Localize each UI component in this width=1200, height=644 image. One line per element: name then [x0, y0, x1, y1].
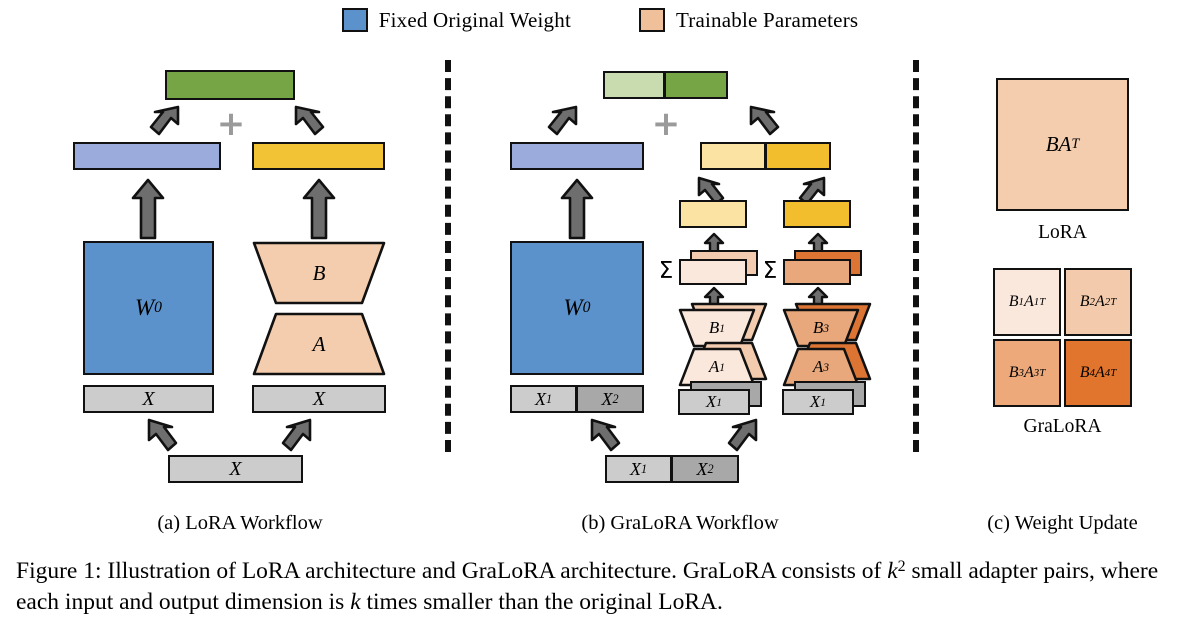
panel-a-input-bottom-label: X: [229, 457, 242, 480]
legend-swatch-peach: [639, 8, 665, 32]
panel-b-output-bar-left: [603, 71, 665, 99]
panel-a-input-bottom: X: [168, 455, 303, 483]
panel-a-input-right-label: X: [312, 387, 326, 410]
panel-b-mid-bar-left: [679, 200, 747, 228]
panel-b-sigma-left: Σ: [658, 258, 674, 284]
panel-b-sum-left-front: [679, 259, 747, 285]
panel-a-trapezoid-b: B: [252, 241, 386, 305]
panel-b-arrow-to-output-right: [745, 104, 781, 138]
panel-b-arrow-w0-up: [560, 178, 594, 240]
figure-caption: Figure 1: Illustration of LoRA architect…: [16, 556, 1188, 617]
panel-a-arrow-split-right: [280, 418, 314, 452]
panel-b-adapter-output-left: [700, 142, 766, 170]
legend-item-trainable-parameters: Trainable Parameters: [639, 8, 858, 33]
figure-caption-part1: Figure 1: Illustration of LoRA architect…: [16, 558, 888, 584]
panel-b-plus-symbol: +: [651, 104, 681, 144]
panel-separator-ab: [445, 60, 451, 452]
figure-caption-k1: k: [887, 558, 898, 584]
panel-b-sigma-right: Σ: [762, 258, 778, 284]
panel-b-mid-bar-right: [783, 200, 851, 228]
panel-a-plus-symbol: +: [216, 104, 246, 144]
figure-caption-k-exponent: 2: [897, 557, 906, 575]
panel-a-arrow-w0-up: [131, 178, 165, 240]
panel-a-output-bar: [165, 70, 295, 100]
panel-a-arrow-to-output-left: [148, 104, 184, 138]
panel-a-trapezoid-a: A: [252, 312, 386, 376]
panel-c-gralora-caption: GraLoRA: [1023, 416, 1102, 437]
panel-b-sum-right-front: [783, 259, 851, 285]
panel-b-frozen-output-bar: [510, 142, 644, 170]
panel-a-input-left: X: [83, 385, 214, 413]
legend-swatch-blue: [341, 8, 368, 32]
panel-b-arrow-split-left: [588, 418, 622, 452]
panel-a-arrow-to-output-right: [290, 104, 326, 138]
panel-c-lora-caption: LoRA: [1038, 222, 1087, 243]
panel-a-frozen-output-bar: [73, 142, 221, 170]
panel-a-trapezoid-b-label: B: [312, 260, 326, 285]
legend-label-fixed: Fixed Original Weight: [378, 7, 571, 32]
panel-a-adapter-output-bar: [252, 142, 385, 170]
panel-a-trapezoid-a-label: A: [312, 331, 326, 356]
legend-item-fixed-original-weight: Fixed Original Weight: [341, 7, 571, 33]
panel-c-caption: (c) Weight Update: [987, 512, 1138, 534]
panel-a-arrow-split-left: [145, 418, 179, 452]
panel-a-input-right: X: [252, 385, 386, 413]
panel-a-caption: (a) LoRA Workflow: [157, 512, 323, 534]
figure-caption-k2: k: [350, 588, 361, 615]
panel-separator-bc: [913, 60, 919, 452]
panel-b-adapter-output-right: [765, 142, 831, 170]
figure-caption-part2: small adapter pairs, where each input an…: [16, 558, 1159, 615]
legend: Fixed Original Weight Trainable Paramete…: [0, 4, 1200, 36]
panel-b-output-bar-right: [664, 71, 728, 99]
panel-b-arrow-to-output-left: [546, 104, 582, 138]
panel-b-caption: (b) GraLoRA Workflow: [581, 512, 779, 534]
figure-caption-part3: times smaller than the original LoRA.: [360, 588, 723, 615]
panel-a-input-left-label: X: [142, 387, 155, 410]
panel-b-arrow-split-right: [726, 418, 760, 452]
legend-label-trainable: Trainable Parameters: [676, 7, 859, 32]
panel-a-arrow-b-up: [302, 178, 336, 240]
